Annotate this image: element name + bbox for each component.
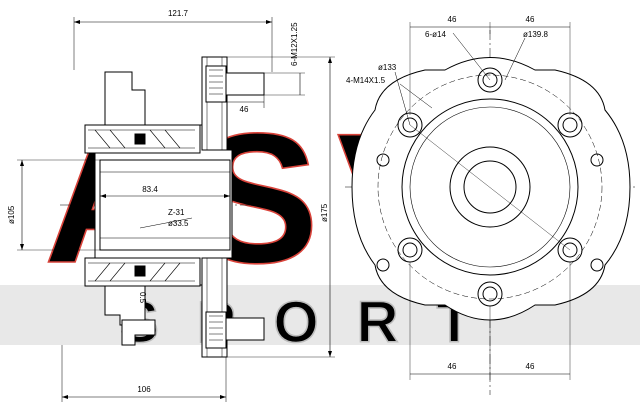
dim-bottom-length: 106 bbox=[137, 385, 151, 394]
dim-stud-length: 46 bbox=[240, 105, 249, 114]
dim-pitch-left-top: 46 bbox=[448, 15, 457, 24]
dim-bore-length: 83.4 bbox=[142, 185, 158, 194]
lower-mount-lug bbox=[104, 285, 146, 326]
dim-bore-diameter: ø105 bbox=[7, 205, 16, 224]
dim-seal-ref: 0.5 bbox=[138, 292, 147, 304]
upper-mount-lug bbox=[104, 71, 146, 125]
front-view bbox=[345, 22, 635, 395]
dim-pitch-right-top: 46 bbox=[526, 15, 535, 24]
lower-bearing bbox=[84, 257, 201, 287]
dim-pcd: ø139.8 bbox=[523, 30, 548, 39]
mount-holes bbox=[376, 153, 604, 272]
hub-face bbox=[401, 98, 579, 276]
dim-pitch-right-bottom: 46 bbox=[526, 362, 535, 371]
dim-spline-teeth: Z-31 bbox=[168, 208, 185, 217]
dim-pitch-left-bottom: 46 bbox=[448, 362, 457, 371]
dim-flange-diameter: ø175 bbox=[320, 203, 329, 222]
side-section-view bbox=[17, 17, 335, 402]
dim-mount-holes: 4-M14X1.5 bbox=[346, 76, 386, 85]
stud-hole bbox=[477, 67, 503, 93]
inner-bore bbox=[99, 159, 231, 251]
upper-wheel-stud bbox=[205, 65, 265, 103]
upper-bearing bbox=[84, 124, 201, 154]
dim-spline-diameter: ø33.5 bbox=[168, 219, 189, 228]
lower-wheel-stud bbox=[205, 311, 265, 349]
dim-mount-pcd: ø133 bbox=[378, 63, 397, 72]
center-bore bbox=[463, 160, 517, 214]
center-bore-outer bbox=[449, 146, 531, 228]
dim-stud-thread: 6-M12X1.25 bbox=[290, 22, 299, 66]
pitch-circle bbox=[377, 74, 603, 300]
flange-outline bbox=[351, 57, 631, 321]
dim-overall-width: 121.7 bbox=[168, 9, 189, 18]
abs-sensor bbox=[121, 319, 156, 346]
dim-stud-holes: 6-ø14 bbox=[425, 30, 446, 39]
